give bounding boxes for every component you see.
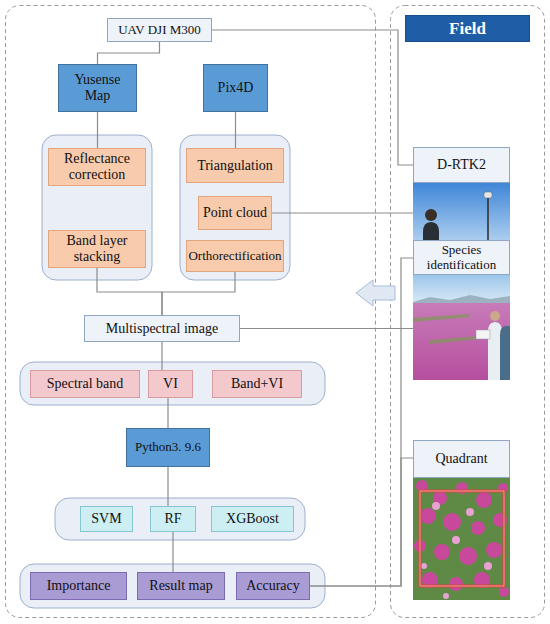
model-box: RF	[150, 506, 196, 532]
platform-box: UAV DJI M300	[107, 18, 212, 42]
connector-line	[97, 112, 98, 148]
model-box: SVM	[80, 506, 133, 532]
data-box: Multispectral image	[84, 315, 240, 342]
connector-line	[162, 272, 235, 315]
connector-line	[167, 398, 168, 428]
field-panel	[391, 6, 545, 618]
field-photo-card: Quadrant	[413, 440, 510, 600]
output-box: Importance	[30, 572, 127, 600]
box-label: Triangulation	[194, 158, 276, 174]
connector-line	[272, 212, 413, 213]
box-label: Reflectance correction	[49, 151, 145, 182]
photo-person	[500, 326, 510, 380]
box-label: Orthorectification	[185, 249, 284, 264]
group-box	[20, 362, 325, 405]
photo-grass	[413, 314, 480, 344]
box-label: Accuracy	[243, 578, 303, 594]
box-label: Importance	[44, 578, 114, 594]
box-label: UAV DJI M300	[115, 23, 204, 38]
photo-notebook	[476, 330, 490, 339]
photo-vegetation	[413, 478, 510, 600]
box-label: Field	[446, 19, 489, 38]
box-label: Result map	[146, 578, 215, 594]
photo-sky	[413, 275, 510, 303]
connector-line	[310, 258, 413, 586]
software-box: Python3. 9.6	[126, 428, 210, 467]
connector-line	[310, 458, 413, 586]
box-label: Point cloud	[200, 205, 270, 221]
box-label: SVM	[88, 511, 124, 527]
software-box: Pix4D	[203, 64, 268, 112]
output-box: Accuracy	[236, 572, 310, 600]
box-label: Spectral band	[44, 376, 127, 392]
group-box	[180, 135, 290, 280]
process-box: Point cloud	[198, 196, 272, 230]
model-box: XGBoost	[211, 506, 294, 532]
photo-person-head	[490, 311, 500, 321]
card-label: D-RTK2	[413, 147, 510, 183]
box-label: Multispectral image	[103, 321, 221, 337]
photo-hills	[413, 295, 510, 304]
card-label: Species identification	[413, 240, 510, 275]
workflow-panel	[6, 6, 376, 618]
field-photo-card: Species identification	[413, 240, 510, 380]
photo-flowers	[413, 303, 510, 380]
group-box	[42, 135, 152, 280]
box-label: VI	[160, 376, 181, 392]
feature-box: Spectral band	[30, 370, 140, 398]
group-box	[55, 498, 305, 540]
box-label: Band+VI	[228, 376, 286, 392]
quadrat-frame	[420, 491, 504, 586]
box-label: RF	[161, 511, 184, 527]
photo-antenna	[484, 192, 492, 198]
connector-line	[235, 112, 236, 148]
connector-line	[161, 342, 162, 370]
connector-line	[98, 42, 160, 64]
process-box: Orthorectification	[186, 240, 284, 272]
connector-line	[240, 328, 413, 329]
process-box: Band layer stacking	[48, 230, 146, 268]
software-box: Yusense Map	[58, 64, 137, 112]
card-label: Quadrant	[413, 440, 510, 478]
box-label: Band layer stacking	[49, 233, 145, 264]
feature-box: VI	[148, 370, 193, 398]
process-box: Triangulation	[186, 148, 284, 183]
process-box: Reflectance correction	[48, 148, 146, 186]
output-box: Result map	[137, 572, 225, 600]
connector-line	[97, 268, 162, 315]
photo-flowers	[421, 502, 492, 599]
feature-box: Band+VI	[212, 370, 302, 398]
photo-flowers	[414, 480, 509, 597]
box-label: Yusense Map	[59, 72, 136, 103]
box-label: Pix4D	[215, 80, 257, 96]
connector-line	[172, 532, 173, 572]
quadrat-frame-highlight	[420, 491, 504, 586]
panel-header: Field	[405, 15, 530, 42]
box-label: Python3. 9.6	[132, 440, 204, 455]
group-box	[20, 564, 325, 608]
box-label: XGBoost	[223, 511, 282, 527]
photo-person-head	[425, 209, 437, 221]
connector-line	[167, 467, 168, 506]
flow-arrow	[356, 280, 395, 306]
